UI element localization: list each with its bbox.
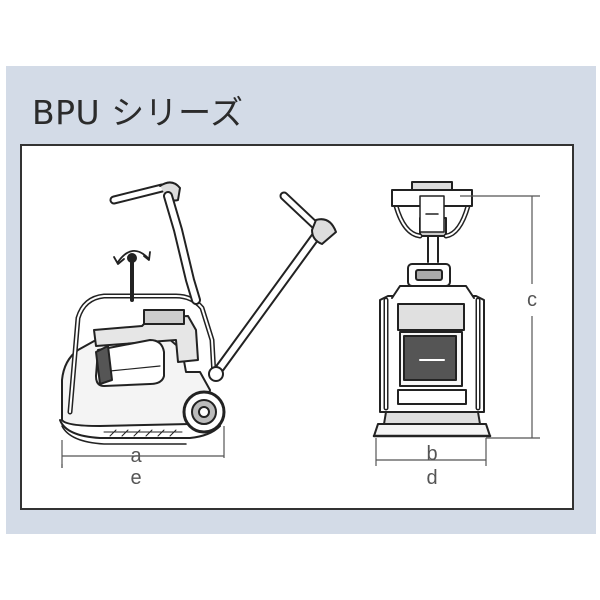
- series-title: BPU シリーズ: [32, 93, 244, 132]
- dimension-label-d: d: [426, 467, 437, 489]
- side-dimension-lines: [61, 426, 225, 468]
- dimension-label-e: e: [130, 467, 141, 489]
- front-dimension-lines: [375, 195, 540, 466]
- dimension-label-b: b: [426, 443, 437, 465]
- dimension-label-a: a: [130, 445, 142, 467]
- side-view-machine: [59, 181, 337, 445]
- dimension-label-c: c: [527, 289, 537, 311]
- front-view-machine: [372, 181, 492, 438]
